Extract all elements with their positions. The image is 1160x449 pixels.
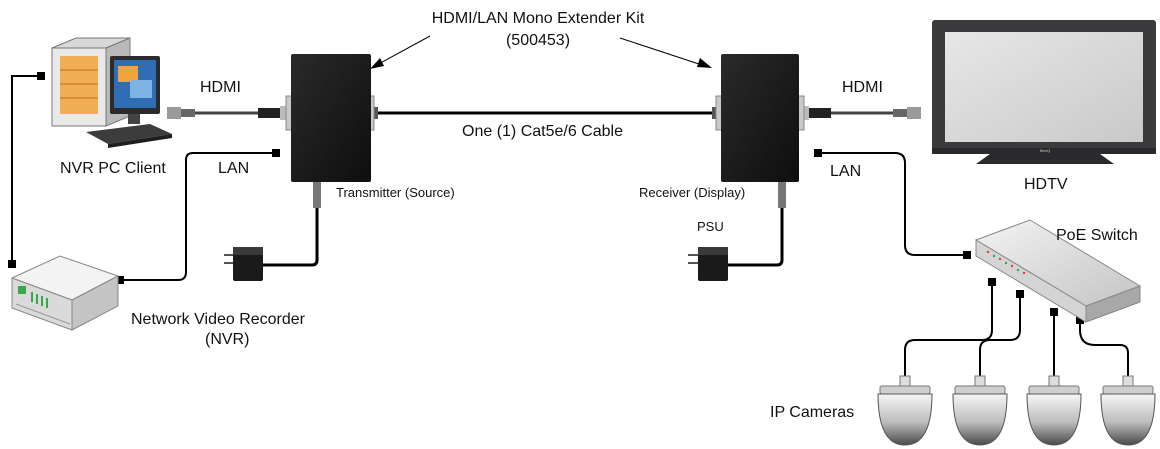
left-lan-label: LAN	[218, 160, 250, 177]
kit-pointer-arrows	[370, 35, 712, 69]
tv-brand-text: BenQ	[1040, 148, 1050, 153]
poe-switch-icon	[974, 219, 1142, 323]
receiver-unit	[715, 54, 805, 182]
poe-switch-label: PoE Switch	[1056, 227, 1138, 244]
ip-camera-4	[1100, 375, 1156, 446]
left-hdmi-label: HDMI	[200, 79, 241, 96]
ip-camera-2	[952, 375, 1008, 446]
right-hdmi-label: HDMI	[842, 79, 883, 96]
receiver-to-switch-lan-cable	[814, 149, 971, 259]
left-hdmi-cable	[167, 106, 290, 120]
right-hdmi-cable	[799, 106, 921, 120]
ip-camera-1	[877, 375, 933, 446]
receiver-label: Receiver (Display)	[639, 185, 746, 200]
switch-to-cameras-cables	[904, 278, 1129, 378]
psu-label: PSU	[697, 219, 724, 234]
receiver-psu	[688, 247, 728, 281]
ip-camera-3	[1026, 375, 1082, 446]
pc-to-nvr-cable	[8, 72, 45, 268]
transmitter-psu	[224, 247, 263, 281]
nvr-label-line1: Network Video Recorder	[131, 311, 306, 328]
nvr-icon	[10, 255, 120, 331]
nvr-to-transmitter-lan-cable	[116, 149, 280, 284]
pc-label: NVR PC Client	[60, 160, 166, 177]
transmitter-psu-cable	[262, 182, 321, 267]
pc-icon	[51, 37, 172, 148]
right-lan-label: LAN	[830, 163, 862, 180]
transmitter-label: Transmitter (Source)	[336, 185, 455, 200]
cat5e-cable	[370, 107, 720, 119]
nvr-label-line2: (NVR)	[205, 331, 250, 348]
hdtv-label: HDTV	[1024, 176, 1068, 193]
kit-part-number: (500453)	[505, 32, 571, 49]
ip-cameras-label: IP Cameras	[770, 404, 855, 421]
receiver-psu-cable	[728, 182, 786, 267]
hdtv-icon: BenQ	[932, 20, 1156, 164]
cable-label: One (1) Cat5e/6 Cable	[462, 123, 623, 140]
kit-title: HDMI/LAN Mono Extender Kit	[431, 10, 645, 27]
transmitter-unit	[285, 54, 375, 182]
